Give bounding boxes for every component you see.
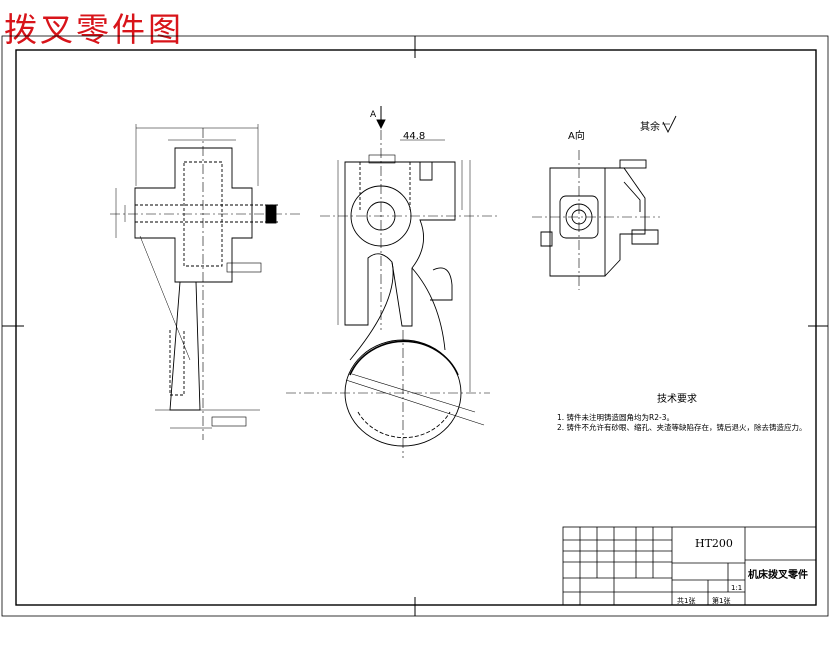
tech-requirements-title: 技术要求: [657, 394, 697, 405]
part-name: 机床拨叉零件: [748, 570, 808, 581]
tech-note-1: 1. 铸件未注明铸造圆角均为R2-3。: [557, 413, 674, 422]
centring-marks: [2, 36, 828, 616]
drawing-heading: 拨叉零件图: [4, 10, 184, 49]
view-arrow-letter: A: [370, 110, 377, 120]
inner-frame: [15, 49, 817, 606]
sheet-number: 第1张: [712, 597, 731, 605]
surface-note: 其余: [640, 122, 660, 133]
scale-value: 1:1: [731, 584, 743, 592]
side-view: [110, 124, 300, 440]
tech-note-2: 2. 铸件不允许有砂眼、缩孔、夹渣等缺陷存在，铸后退火，除去铸造应力。: [557, 423, 807, 432]
view-label: A向: [568, 131, 585, 142]
material-label: HT200: [695, 537, 733, 550]
outer-border: [1, 35, 829, 617]
top-width-dimension: 44.8: [403, 131, 426, 142]
sheet-total: 共1张: [677, 597, 696, 605]
title-block: [562, 526, 817, 606]
a-direction-view: [532, 115, 677, 290]
front-view: [286, 106, 500, 458]
